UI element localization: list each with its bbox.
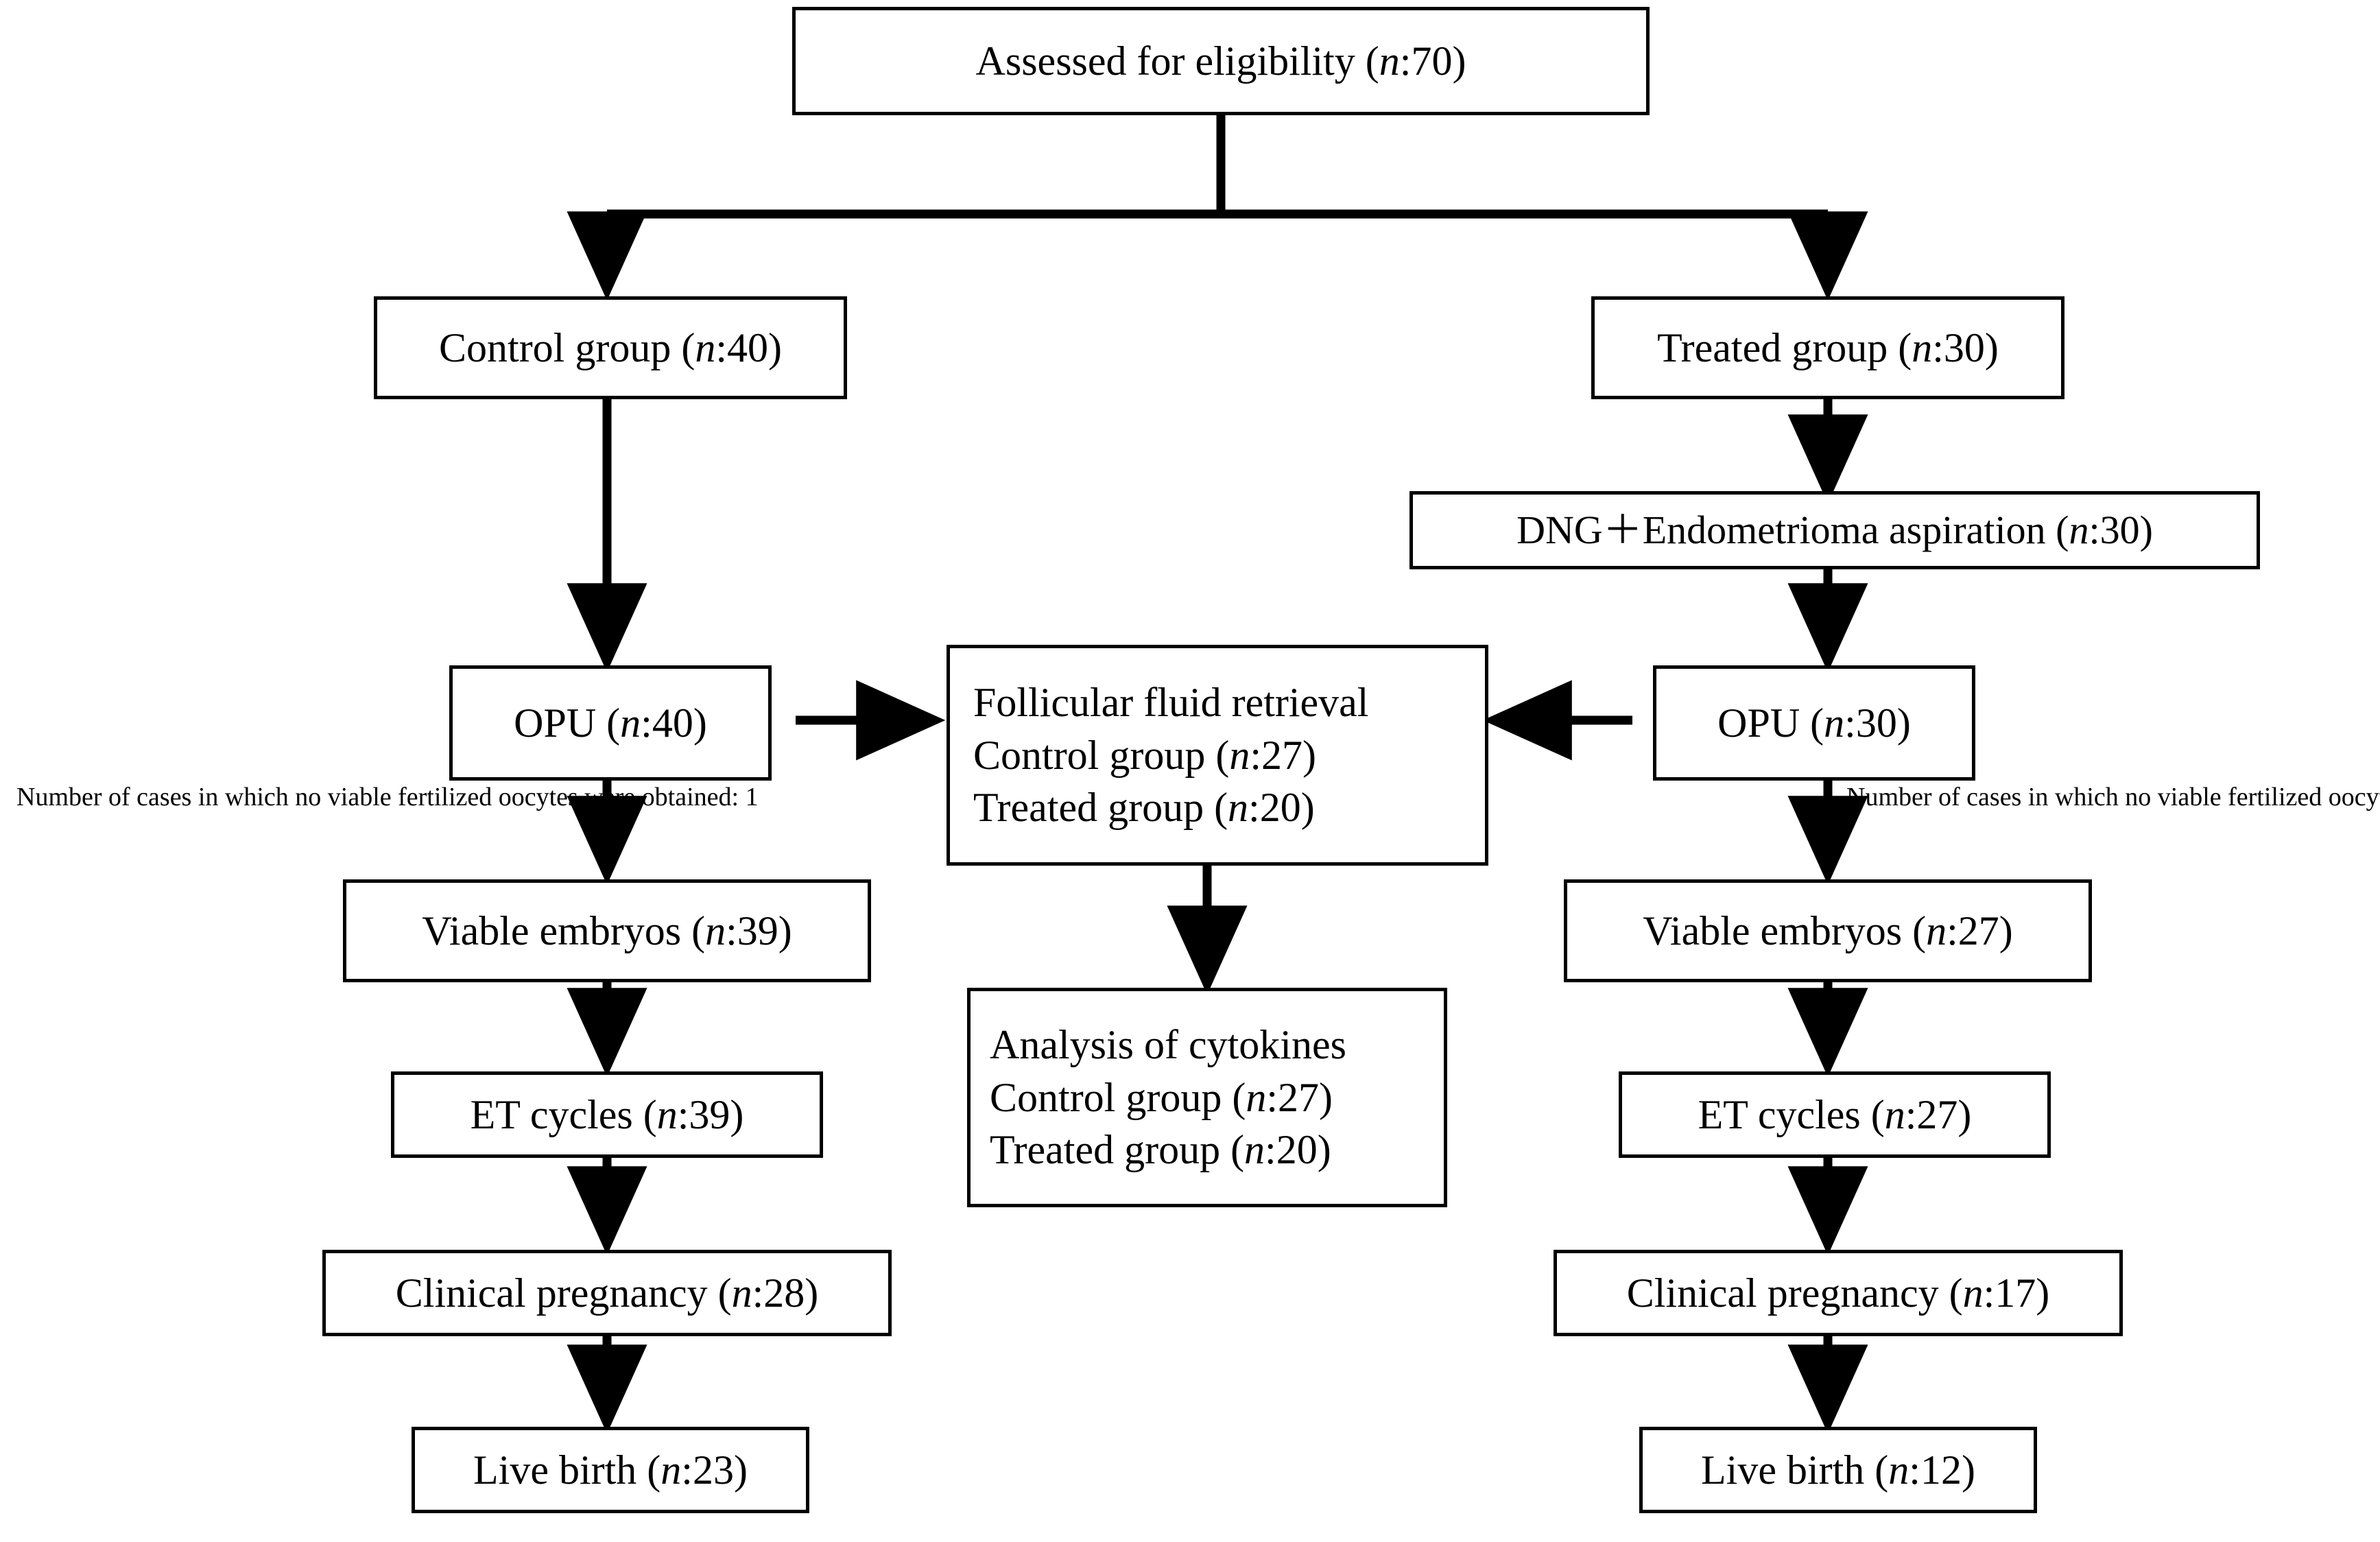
- node-live-birth-treated[interactable]: Live birth (n:12): [1639, 1427, 2037, 1513]
- node-assessed-label: Assessed for eligibility (n:70): [975, 38, 1466, 84]
- node-opu-control-label: OPU (n:40): [514, 700, 707, 746]
- node-cytokines-line2: Control group (n:27): [990, 1074, 1333, 1120]
- node-viable-treated-label: Viable embryos (n:27): [1643, 908, 2013, 953]
- node-et-cycles-treated[interactable]: ET cycles (n:27): [1619, 1071, 2051, 1158]
- node-et-treated-label: ET cycles (n:27): [1698, 1091, 1972, 1137]
- node-follicular-line3: Treated group (n:20): [973, 785, 1315, 831]
- node-cytokines-line1: Analysis of cytokines: [990, 1021, 1346, 1067]
- note-control-line2: fertilized oocytes were obtained: 1: [398, 783, 759, 811]
- node-viable-control-label: Viable embryos (n:39): [422, 908, 792, 953]
- node-opu-control[interactable]: OPU (n:40): [449, 665, 772, 781]
- node-assessed-for-eligibility[interactable]: Assessed for eligibility (n:70): [792, 7, 1650, 115]
- note-control-no-viable-oocytes: Number of cases in which no viable ferti…: [16, 781, 759, 814]
- note-control-line1: Number of cases in which no viable: [16, 783, 392, 811]
- note-treated-line1: Number of cases in which no viable: [1846, 783, 2222, 811]
- node-viable-embryos-control[interactable]: Viable embryos (n:39): [343, 879, 871, 982]
- node-analysis-of-cytokines[interactable]: Analysis of cytokines Control group (n:2…: [967, 988, 1447, 1207]
- node-cytokines-line3: Treated group (n:20): [990, 1127, 1331, 1173]
- node-clinical-pregnancy-treated[interactable]: Clinical pregnancy (n:17): [1554, 1250, 2123, 1336]
- node-control-group[interactable]: Control group (n:40): [374, 296, 847, 399]
- node-viable-embryos-treated[interactable]: Viable embryos (n:27): [1564, 879, 2092, 982]
- node-follicular-fluid-retrieval[interactable]: Follicular fluid retrieval Control group…: [947, 645, 1488, 866]
- node-opu-treated[interactable]: OPU (n:30): [1653, 665, 1975, 781]
- node-follicular-line1: Follicular fluid retrieval: [973, 679, 1369, 725]
- node-clinical-pregnancy-control[interactable]: Clinical pregnancy (n:28): [322, 1250, 892, 1336]
- node-pregnancy-treated-label: Clinical pregnancy (n:17): [1626, 1270, 2050, 1316]
- node-control-group-label: Control group (n:40): [439, 324, 782, 370]
- node-et-cycles-control[interactable]: ET cycles (n:39): [391, 1071, 823, 1158]
- node-et-control-label: ET cycles (n:39): [470, 1091, 744, 1137]
- note-treated-line2: fertilized oocytes were obtained: 3: [2228, 783, 2380, 811]
- node-follicular-line2: Control group (n:27): [973, 732, 1316, 778]
- node-live-birth-treated-label: Live birth (n:12): [1701, 1447, 1975, 1493]
- node-live-birth-control[interactable]: Live birth (n:23): [412, 1427, 809, 1513]
- node-dng-endometrioma-aspiration[interactable]: DNG＋Endometrioma aspiration (n:30): [1409, 491, 2260, 569]
- node-pregnancy-control-label: Clinical pregnancy (n:28): [395, 1270, 819, 1316]
- node-treated-group[interactable]: Treated group (n:30): [1591, 296, 2064, 399]
- node-opu-treated-label: OPU (n:30): [1717, 700, 1911, 746]
- node-dng-label: DNG＋Endometrioma aspiration (n:30): [1516, 507, 2153, 552]
- node-treated-group-label: Treated group (n:30): [1657, 324, 1999, 370]
- note-treated-no-viable-oocytes: Number of cases in which no viable ferti…: [1846, 781, 2380, 814]
- node-live-birth-control-label: Live birth (n:23): [473, 1447, 748, 1493]
